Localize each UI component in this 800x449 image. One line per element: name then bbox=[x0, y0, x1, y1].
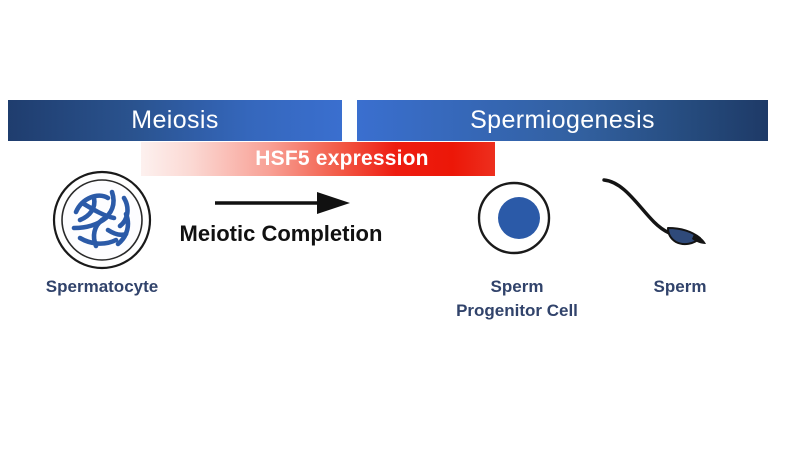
meiotic-completion-label: Meiotic Completion bbox=[179, 221, 383, 246]
hsf5-expression-label: HSF5 expression bbox=[255, 147, 429, 170]
meiotic-completion-arrow-icon bbox=[215, 192, 350, 214]
phase-banner-spermiogenesis-label: Spermiogenesis bbox=[470, 106, 655, 134]
phase-banner-meiosis: Meiosis bbox=[8, 100, 342, 141]
chromatin-strands bbox=[71, 189, 131, 249]
caption-spermatocyte: Spermatocyte bbox=[22, 275, 182, 299]
nucleus bbox=[498, 197, 540, 239]
phase-banner-spermiogenesis: Spermiogenesis bbox=[357, 100, 768, 141]
caption-sperm-line1: Sperm bbox=[653, 277, 707, 296]
caption-sperm-progenitor-cell-line1: Sperm bbox=[490, 277, 544, 296]
spermatocyte-cell-icon bbox=[52, 170, 152, 270]
sperm-cell-icon bbox=[602, 178, 706, 246]
phase-banner-meiosis-label: Meiosis bbox=[131, 106, 219, 134]
sperm-progenitor-cell-icon bbox=[477, 181, 551, 255]
caption-sperm-progenitor-cell-line2: Progenitor Cell bbox=[456, 301, 578, 320]
hsf5-expression-bar: HSF5 expression bbox=[141, 142, 495, 176]
caption-spermatocyte-line1: Spermatocyte bbox=[45, 277, 159, 296]
caption-sperm-progenitor-cell: Sperm Progenitor Cell bbox=[434, 275, 600, 323]
sperm-head bbox=[667, 227, 701, 246]
sperm-head-tip bbox=[692, 234, 706, 244]
caption-sperm: Sperm bbox=[620, 275, 740, 299]
